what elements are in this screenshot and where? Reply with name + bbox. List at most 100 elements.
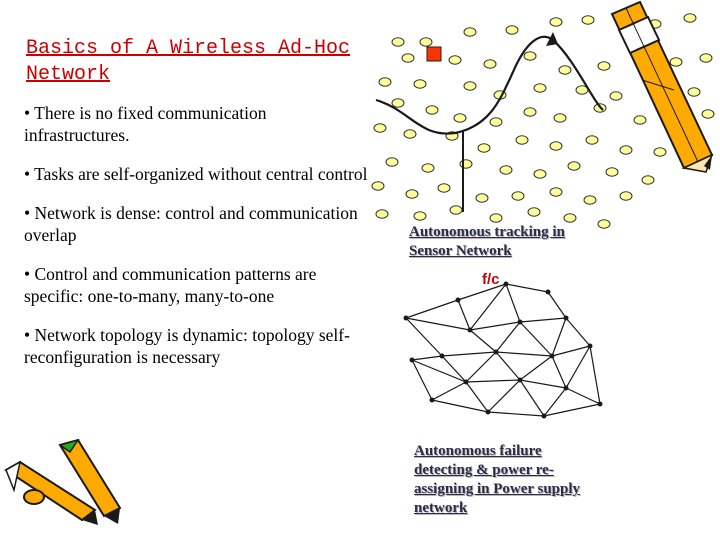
power-network-nodes <box>403 281 603 419</box>
sensor-node <box>375 209 389 219</box>
sensor-node <box>597 219 611 229</box>
power-caption-line: Autonomous failure <box>414 443 542 459</box>
power-caption-line: assigning in Power supply <box>414 481 581 497</box>
power-caption: Autonomous failure detecting & power re-… <box>414 442 624 518</box>
sensor-node <box>459 159 473 169</box>
tracking-caption-line: Autonomous tracking in <box>409 224 565 240</box>
sensor-node <box>401 53 415 63</box>
network-edge <box>469 283 507 331</box>
network-edge <box>411 359 433 401</box>
network-edge <box>431 399 489 413</box>
network-edge <box>505 283 549 293</box>
network-edge <box>441 351 497 357</box>
sensor-node <box>449 205 463 215</box>
network-edge <box>519 321 553 357</box>
sensor-node <box>683 13 697 23</box>
sensor-node <box>549 17 563 27</box>
sensor-node <box>437 183 451 193</box>
sensor-node <box>477 143 491 153</box>
tracking-arrowhead <box>546 32 558 46</box>
pencils-icon <box>4 438 122 525</box>
power-network-edges <box>405 283 601 417</box>
tracking-caption: Autonomous tracking in Sensor Network <box>409 223 629 261</box>
network-node <box>493 349 499 355</box>
network-edge <box>565 345 591 389</box>
network-edge <box>487 411 545 417</box>
sensor-node <box>549 141 563 151</box>
network-node <box>503 281 509 287</box>
network-edge <box>405 317 471 331</box>
network-edge <box>431 381 467 401</box>
title-line-2: Network <box>26 63 111 86</box>
network-edge <box>589 345 601 405</box>
slide-title: Basics of A Wireless Ad-Hoc Network <box>26 36 386 88</box>
network-edge <box>519 379 545 417</box>
network-edge <box>495 321 521 353</box>
sensor-node <box>605 167 619 177</box>
network-edge <box>405 317 443 357</box>
sensor-node <box>523 107 537 117</box>
sensor-node <box>425 105 439 115</box>
sensor-node <box>558 65 572 75</box>
sensor-node <box>463 27 477 37</box>
network-edge <box>441 355 467 383</box>
bullet-list: • There is no fixed communication infras… <box>24 102 376 385</box>
bullet-item: • Network is dense: control and communic… <box>24 203 358 245</box>
sensor-node <box>378 77 392 87</box>
sensor-node <box>419 37 433 47</box>
sensor-node <box>585 135 599 145</box>
sensor-node <box>475 193 489 203</box>
network-edge <box>495 351 553 357</box>
sensor-node <box>619 145 633 155</box>
sensor-node <box>511 191 525 201</box>
sensor-node <box>619 191 633 201</box>
network-node <box>587 343 593 349</box>
tracking-caption-line: Sensor Network <box>409 243 512 259</box>
network-edge <box>565 387 601 405</box>
sensor-node <box>483 59 497 69</box>
bullet-item: • Tasks are self-organized without centr… <box>24 164 368 184</box>
network-node <box>409 357 415 363</box>
bullet-item: • Control and communication patterns are… <box>24 264 317 306</box>
bullet-item: • Network topology is dynamic: topology … <box>24 325 350 367</box>
sensor-node <box>405 189 419 199</box>
network-edge <box>565 317 591 347</box>
sensor-node <box>413 79 427 89</box>
network-edge <box>465 381 489 413</box>
network-node <box>563 385 569 391</box>
sensor-node <box>523 51 537 61</box>
network-edge <box>411 355 443 361</box>
network-edge <box>551 355 567 389</box>
sensor-nodes <box>371 13 715 229</box>
network-edge <box>519 355 553 381</box>
sensor-node <box>553 113 567 123</box>
network-node <box>549 353 555 359</box>
network-edge <box>551 317 567 357</box>
sensor-node <box>448 55 462 65</box>
network-edge <box>519 317 567 323</box>
pencil-icon <box>610 0 714 173</box>
sensor-node <box>515 135 529 145</box>
sensor-node <box>403 129 417 139</box>
network-edge <box>457 283 507 301</box>
power-caption-line: network <box>414 500 468 516</box>
network-node <box>517 377 523 383</box>
sensor-node <box>413 211 427 221</box>
network-node <box>541 413 547 419</box>
tracking-path <box>375 35 604 135</box>
sensor-node <box>533 169 547 179</box>
network-node <box>545 289 551 295</box>
network-node <box>517 319 523 325</box>
sensor-node <box>549 187 563 197</box>
sensor-node <box>371 181 385 191</box>
sensor-node <box>641 175 655 185</box>
sensor-node <box>581 15 595 25</box>
sensor-node <box>567 161 581 171</box>
sensor-node <box>385 157 399 167</box>
sensor-node <box>391 37 405 47</box>
sensor-node <box>453 113 467 123</box>
network-node <box>463 379 469 385</box>
sensor-node <box>687 87 701 97</box>
